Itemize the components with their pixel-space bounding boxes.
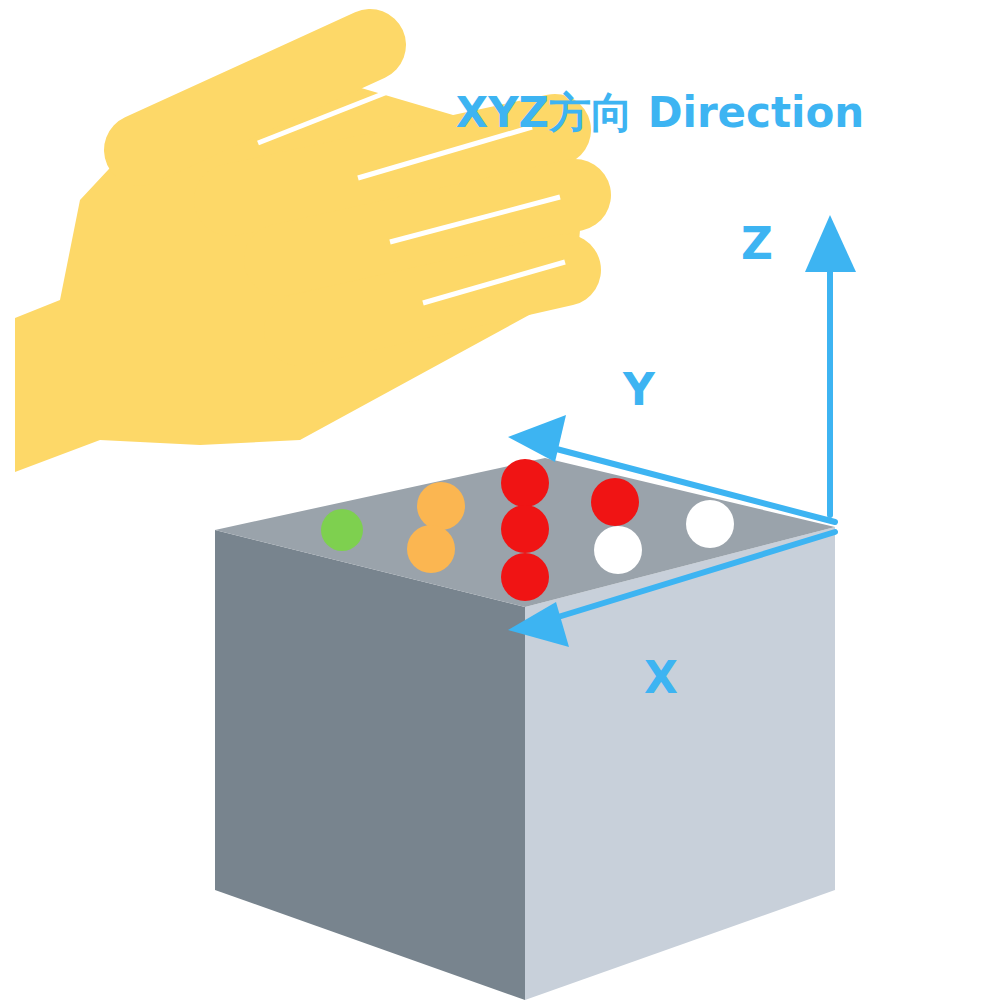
axes: [545, 262, 835, 621]
cube: [215, 458, 835, 1000]
title: XYZ方向 Direction: [456, 92, 864, 134]
axis-label: Y: [623, 368, 655, 412]
axis-label: X: [644, 656, 678, 700]
axis-arrowheads: [508, 215, 856, 647]
axis-label: Z: [741, 222, 773, 266]
